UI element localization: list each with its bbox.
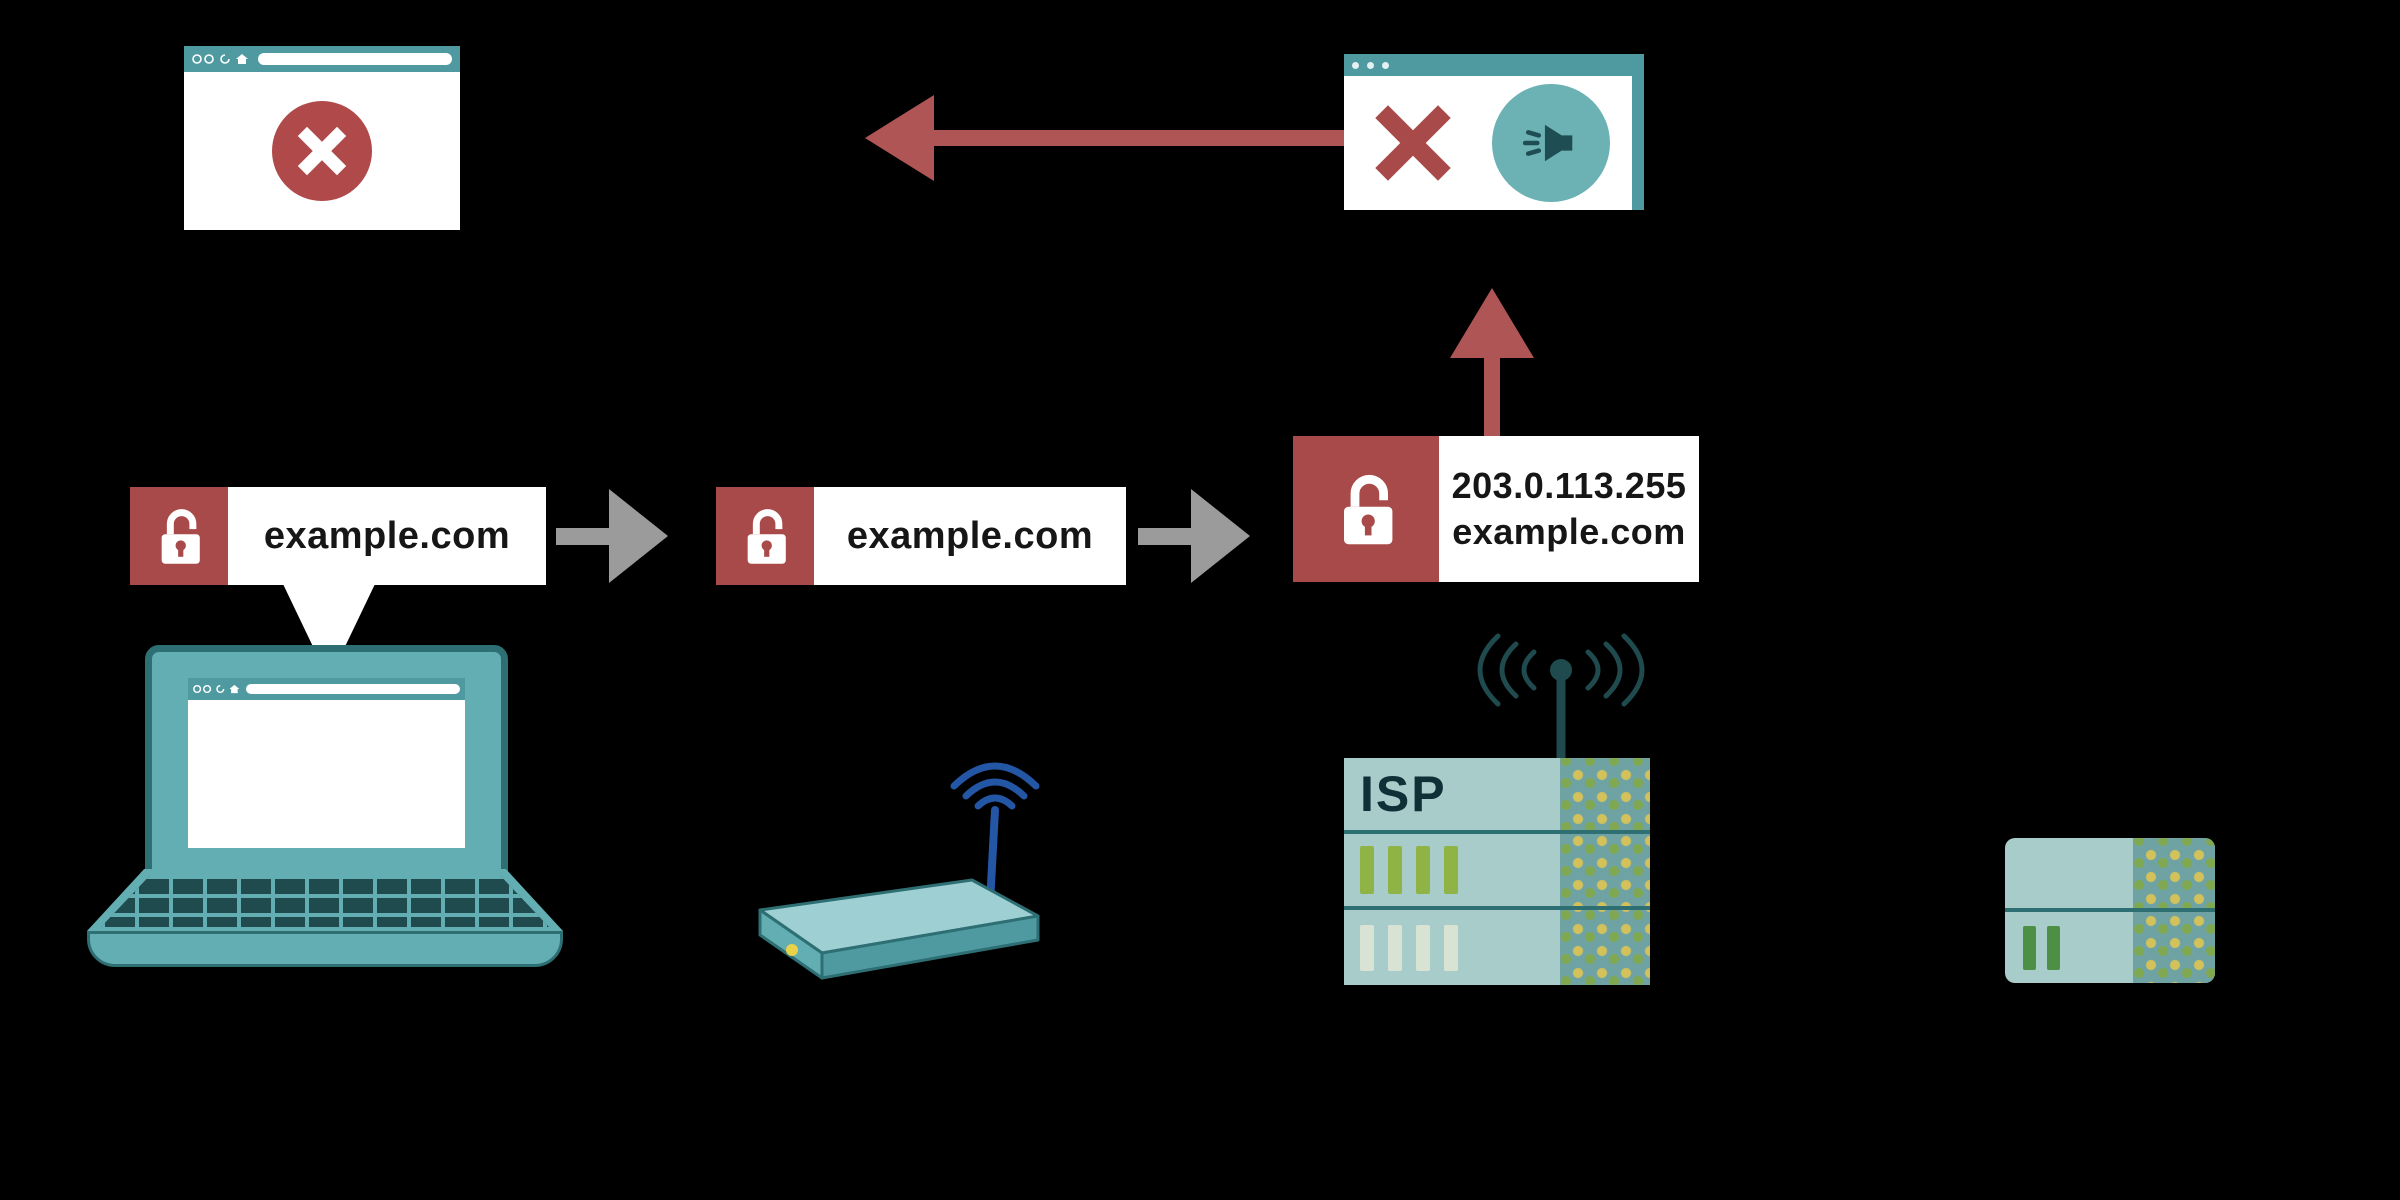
forward-icon — [204, 54, 214, 64]
wifi-router — [750, 758, 1050, 985]
arrow-red-up — [1450, 288, 1534, 438]
server-vent-bars — [1344, 846, 1458, 894]
laptop-browser-window — [188, 678, 465, 848]
address-bar[interactable] — [246, 684, 460, 694]
server-divider — [2005, 908, 2215, 912]
window-dot — [1352, 61, 1359, 69]
block-notice-window — [1344, 54, 1644, 210]
dns-query-label-1: example.com — [130, 487, 546, 585]
server-vent-bar — [2023, 926, 2036, 970]
browser-titlebar — [184, 46, 460, 72]
megaphone-badge — [1492, 84, 1610, 202]
window-dot — [1367, 61, 1374, 69]
x-icon — [1375, 105, 1451, 181]
antenna-icon — [1477, 633, 1645, 760]
keyboard-keys — [101, 875, 549, 927]
home-icon — [236, 54, 248, 64]
arrow-gray-right-2 — [1138, 489, 1250, 583]
window-dot — [1382, 61, 1389, 69]
destination-server — [2005, 838, 2215, 983]
router-antenna — [986, 806, 999, 907]
refresh-icon — [216, 684, 225, 694]
router-body — [758, 878, 1040, 980]
blocked-browser-window — [184, 46, 460, 230]
isp-unit-top: ISP — [1344, 758, 1560, 830]
notice-content — [1344, 76, 1644, 210]
server-divider — [1344, 906, 1650, 910]
browser-nav-icons — [192, 54, 248, 64]
server-vent-bar — [2047, 926, 2060, 970]
laptop — [84, 645, 584, 990]
notice-titlebar — [1344, 54, 1644, 76]
address-bar[interactable] — [258, 53, 452, 65]
back-icon — [193, 684, 202, 694]
server-status-lights — [1560, 758, 1650, 985]
server-divider — [1344, 830, 1650, 834]
unlock-icon — [716, 487, 814, 585]
response-domain: example.com — [1452, 511, 1686, 552]
unlock-icon — [1293, 436, 1439, 582]
window-side-strip — [1632, 54, 1644, 210]
dns-query-text: example.com — [263, 514, 511, 557]
laptop-base — [87, 931, 563, 967]
wifi-icon — [950, 762, 1040, 810]
browser-nav-icons — [193, 684, 240, 694]
arrow-red-left — [865, 95, 1346, 181]
unlock-icon — [130, 487, 228, 585]
isp-server-box: ISP — [1344, 758, 1650, 985]
router-led — [786, 944, 798, 956]
server-vent-bars — [1344, 924, 1458, 971]
dns-query-text: example.com — [846, 514, 1094, 557]
blocked-x-circle-icon — [272, 101, 372, 201]
isp-unit-middle — [1344, 834, 1560, 906]
response-ip: 203.0.113.255 — [1451, 464, 1687, 506]
isp-label: ISP — [1360, 766, 1447, 822]
blocked-page-content — [184, 72, 460, 230]
dns-response-label: 203.0.113.255 example.com — [1293, 436, 1699, 582]
isp-server: ISP — [1344, 633, 1654, 985]
dns-response-text: 203.0.113.255 example.com — [1439, 436, 1699, 582]
laptop-screen — [145, 645, 508, 883]
refresh-icon — [220, 54, 230, 64]
megaphone-icon — [1522, 124, 1573, 162]
laptop-keyboard — [87, 869, 563, 931]
forward-icon — [203, 684, 212, 694]
back-icon — [192, 54, 202, 64]
isp-unit-bottom — [1344, 910, 1560, 985]
dns-query-label-2: example.com — [716, 487, 1126, 585]
home-icon — [229, 684, 240, 694]
arrow-gray-right-1 — [556, 489, 668, 583]
laptop-browser-titlebar — [188, 678, 465, 700]
